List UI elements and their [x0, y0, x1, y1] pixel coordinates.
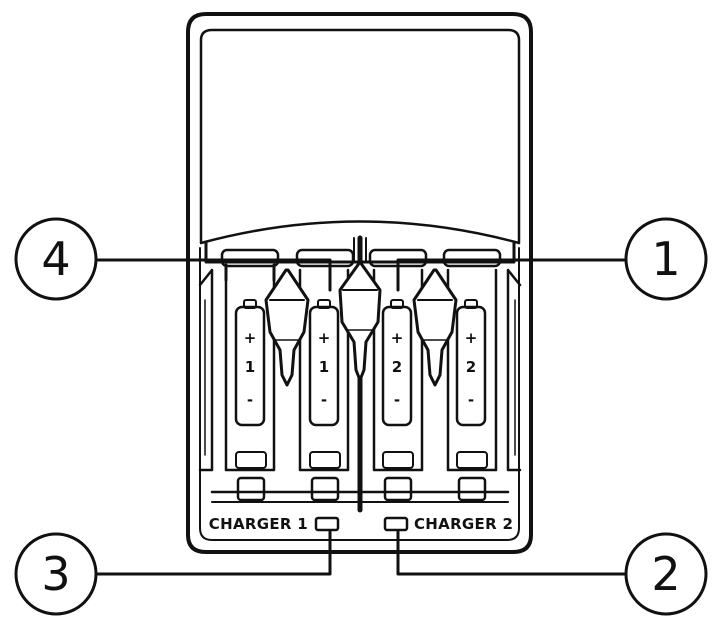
charger-lid	[186, 12, 533, 252]
slot-2-number: 1	[319, 358, 329, 376]
slot-1-plus: +	[244, 329, 257, 347]
slot-2-minus: -	[321, 391, 327, 409]
slot-3-number: 2	[392, 358, 402, 376]
charger-1-label: CHARGER 1	[209, 515, 308, 533]
callout-1-leader	[396, 258, 628, 292]
callout-3-circle	[14, 532, 98, 616]
charger-1-led	[314, 516, 340, 532]
callout-2-circle	[624, 532, 708, 616]
slot-1-minus: -	[247, 391, 253, 409]
charger-2-label: CHARGER 2	[414, 515, 513, 533]
battery-slot-4	[442, 248, 502, 502]
right-side-rail	[506, 268, 522, 472]
slot-4-minus: -	[468, 391, 474, 409]
charger-lid-inner	[199, 28, 521, 244]
battery-slot-1	[220, 248, 280, 502]
battery-slot-3	[368, 248, 428, 502]
callout-2-number: 2	[651, 547, 680, 601]
slot-3-minus: -	[394, 391, 400, 409]
lid-hinge-curve	[199, 220, 521, 245]
slot-3-plus: +	[391, 329, 404, 347]
callout-3-number: 3	[41, 547, 70, 601]
spring-contact-left	[264, 268, 310, 387]
spring-contact-right	[412, 268, 458, 387]
slot-4-plus: +	[465, 329, 478, 347]
callout-3-leader	[96, 530, 332, 576]
charger-2-led	[383, 516, 409, 532]
charger-body	[186, 248, 533, 554]
spring-contact-center	[338, 260, 382, 382]
callout-4-leader	[96, 258, 332, 292]
callout-1-circle	[624, 217, 708, 301]
left-side-rail	[198, 268, 214, 472]
callout-2-leader	[396, 530, 628, 576]
charger-body-inner	[199, 247, 520, 541]
callout-4-number: 4	[41, 232, 70, 286]
battery-slot-2	[295, 248, 355, 502]
slot-1-number: 1	[245, 358, 255, 376]
slot-2-plus: +	[318, 329, 331, 347]
callout-1-number: 1	[651, 232, 680, 286]
slot-4-number: 2	[466, 358, 476, 376]
callout-4-circle	[14, 217, 98, 301]
